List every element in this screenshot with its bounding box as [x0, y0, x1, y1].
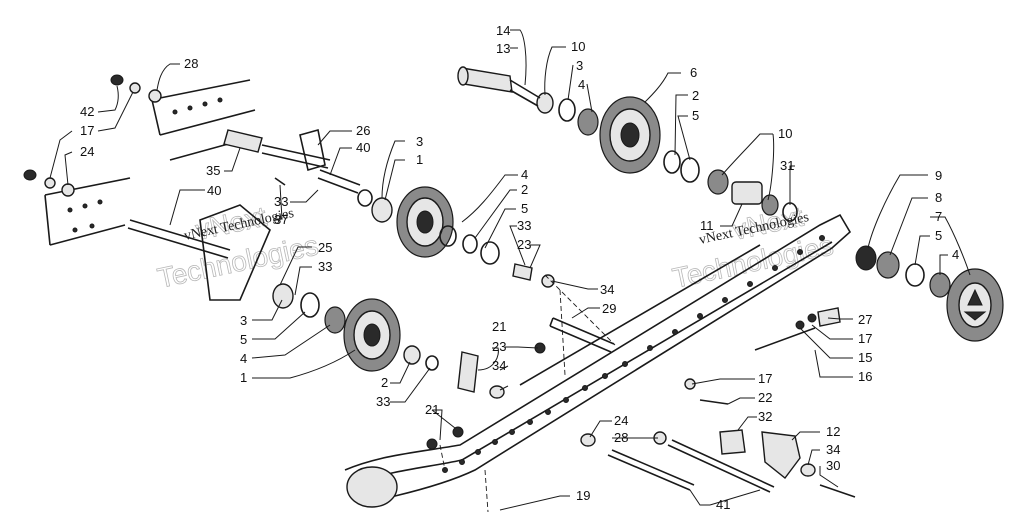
idler-wheel-right: [946, 268, 1004, 342]
callout-34: 34: [492, 358, 506, 373]
callout-2: 2: [692, 88, 699, 103]
leader-lines: [49, 29, 971, 511]
callout-4: 4: [240, 351, 247, 366]
callout-35: 35: [206, 163, 220, 178]
callout-3: 3: [416, 134, 423, 149]
callout-15: 15: [858, 350, 872, 365]
callout-22: 22: [758, 390, 772, 405]
callout-3: 3: [576, 58, 583, 73]
callout-4: 4: [952, 247, 959, 262]
rail-end-cap: [346, 466, 398, 508]
callout-33: 33: [517, 218, 531, 233]
callout-4: 4: [578, 77, 585, 92]
callout-5: 5: [240, 332, 247, 347]
callout-26: 26: [356, 123, 370, 138]
callout-34: 34: [826, 442, 840, 457]
callout-33: 33: [318, 259, 332, 274]
callout-11: 11: [700, 218, 714, 233]
callout-17: 17: [80, 123, 94, 138]
callout-14: 14: [496, 23, 510, 38]
callout-3: 3: [240, 313, 247, 328]
callout-24: 24: [614, 413, 628, 428]
callout-17: 17: [858, 331, 872, 346]
callout-6: 6: [690, 65, 697, 80]
callout-2: 2: [521, 182, 528, 197]
callout-17: 17: [758, 371, 772, 386]
callout-33: 33: [376, 394, 390, 409]
watermark-left-large-2: Technologies: [155, 230, 321, 294]
callout-10: 10: [571, 39, 585, 54]
callout-37: 37: [274, 212, 288, 227]
watermark-right: vNext Technologies vNext Technologies: [669, 200, 836, 294]
slide-rail-right: [344, 213, 852, 508]
callout-1: 1: [416, 152, 423, 167]
callout-5: 5: [692, 108, 699, 123]
callout-19: 19: [576, 488, 590, 503]
slide-rail-left: [44, 79, 256, 246]
callout-28: 28: [614, 430, 628, 445]
callout-5: 5: [521, 201, 528, 216]
callout-28: 28: [184, 56, 198, 71]
idler-wheel-top: [599, 96, 661, 174]
callout-labels: 14 13 10 3 4 6 2 5 10 31 11 9 8 7 5 4 28…: [80, 23, 959, 512]
callout-13: 13: [496, 41, 510, 56]
callout-21: 21: [492, 319, 506, 334]
callout-32: 32: [758, 409, 772, 424]
callout-4: 4: [521, 167, 528, 182]
callout-41: 41: [716, 497, 730, 512]
callout-7: 7: [935, 209, 942, 224]
shafts-and-bolts: [127, 66, 856, 498]
callout-23: 23: [517, 237, 531, 252]
callout-5: 5: [935, 228, 942, 243]
alignment-lines: [439, 274, 616, 512]
callout-21: 21: [425, 402, 439, 417]
callout-1: 1: [240, 370, 247, 385]
callout-16: 16: [858, 369, 872, 384]
callout-34: 34: [600, 282, 614, 297]
callout-27: 27: [858, 312, 872, 327]
callout-29: 29: [602, 301, 616, 316]
idler-wheel-lower: [343, 298, 401, 372]
watermark-left: vNext Technologies vNext Technologies: [154, 200, 321, 294]
callout-30: 30: [826, 458, 840, 473]
callout-33: 33: [274, 194, 288, 209]
callout-31: 31: [780, 158, 794, 173]
callout-42: 42: [80, 104, 94, 119]
small-hardware: [23, 74, 951, 477]
callout-8: 8: [935, 190, 942, 205]
callout-24: 24: [80, 144, 94, 159]
callout-9: 9: [935, 168, 942, 183]
idler-wheel-mid: [396, 186, 454, 258]
callout-40: 40: [356, 140, 370, 155]
callout-10: 10: [778, 126, 792, 141]
callout-23: 23: [492, 339, 506, 354]
callout-40: 40: [207, 183, 221, 198]
callout-25: 25: [318, 240, 332, 255]
callout-12: 12: [826, 424, 840, 439]
callout-2: 2: [381, 375, 388, 390]
